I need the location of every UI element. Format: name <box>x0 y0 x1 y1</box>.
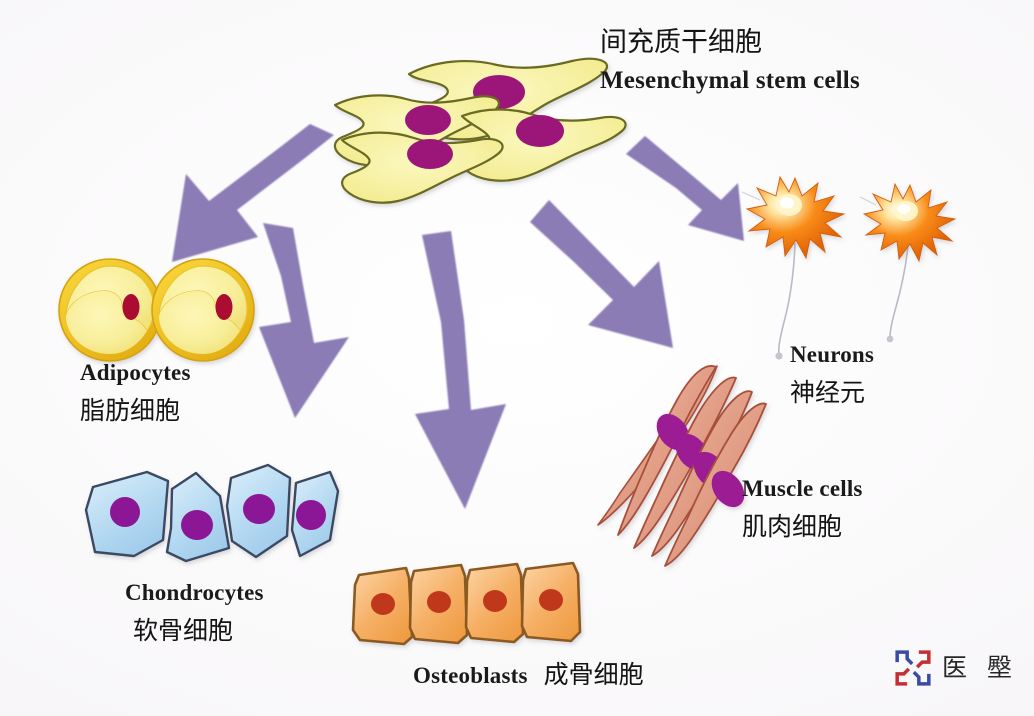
osteoblast <box>520 561 582 643</box>
chondrocyte-nucleus <box>243 494 275 524</box>
brand-mark-icon <box>895 650 931 686</box>
osteoblasts-label-zh: 成骨细胞 <box>543 660 644 689</box>
chondrocyte <box>290 470 340 558</box>
chondrocyte <box>225 463 292 559</box>
osteoblast <box>408 563 469 645</box>
stem-cell-nucleus <box>407 139 453 169</box>
osteoblast-nucleus <box>371 593 395 615</box>
watermark-text: 医 壂 <box>942 653 1018 682</box>
chondrocytes-cluster <box>84 463 340 563</box>
osteoblasts-cluster <box>351 561 582 646</box>
muscle-fiber <box>664 402 767 567</box>
neurons-cluster <box>741 175 957 360</box>
neuron-soma <box>862 182 957 263</box>
neuron-soma <box>745 175 846 260</box>
msc-label-zh: 间充质干细胞 <box>600 27 762 58</box>
osteoblast-nucleus <box>483 590 507 612</box>
neurons-label-en: Neurons <box>790 342 875 367</box>
muscle-cells-label: Muscle cells 肌肉细胞 <box>742 474 863 544</box>
muscle-cells-label-zh: 肌肉细胞 <box>742 512 843 541</box>
stem-cell-nucleus <box>516 115 564 147</box>
neuron <box>859 182 957 343</box>
adipocyte <box>151 258 255 362</box>
chondrocyte-nucleus <box>110 497 140 527</box>
adipocytes-cluster <box>58 258 255 362</box>
osteoblasts-label: Osteoblasts 成骨细胞 <box>413 655 644 691</box>
arrow-to-muscle-cells <box>530 200 673 348</box>
adipocyte-nucleus <box>122 294 140 320</box>
axon-terminal <box>886 335 894 343</box>
osteoblast <box>351 566 414 646</box>
chondrocyte <box>165 471 231 563</box>
muscle-cells-label-en: Muscle cells <box>742 476 863 501</box>
dendrite <box>741 191 761 201</box>
neurons-label: Neurons 神经元 <box>790 340 874 410</box>
adipocytes-label-en: Adipocytes <box>80 360 191 385</box>
osteoblast <box>464 562 525 644</box>
stem-cell <box>340 131 504 204</box>
adipocytes-label-zh: 脂肪细胞 <box>80 396 181 425</box>
dendrite <box>859 196 877 206</box>
osteoblasts-label-en: Osteoblasts <box>413 663 528 688</box>
chondrocytes-label-en: Chondrocytes <box>125 580 264 605</box>
neurons-label-zh: 神经元 <box>790 378 866 407</box>
arrow-to-chondrocytes <box>259 223 349 418</box>
arrow-to-osteoblasts <box>415 231 506 509</box>
axon-terminal <box>775 352 783 360</box>
adipocyte-nucleus <box>215 294 233 320</box>
watermark-logo: 医 壂 <box>893 648 1018 688</box>
stem-cell-nucleus <box>405 105 451 135</box>
axon <box>889 244 909 338</box>
mesenchymal-stem-cells-cluster <box>333 57 627 204</box>
arrow-to-adipocytes <box>172 124 334 262</box>
chondrocyte <box>84 470 170 558</box>
axon <box>777 242 796 355</box>
adipocytes-label: Adipocytes 脂肪细胞 <box>80 358 191 428</box>
adipocyte <box>58 258 162 362</box>
mesenchymal-stem-cells-label: 间充质干细胞 Mesenchymal stem cells <box>600 26 860 98</box>
muscle-cells-cluster <box>597 365 767 567</box>
arrow-to-neurons <box>626 136 744 241</box>
chondrocyte-nucleus <box>181 510 213 540</box>
muscle-nucleus <box>711 470 745 508</box>
chondrocyte-nucleus <box>296 500 326 530</box>
neuron <box>741 175 846 360</box>
msc-label-en: Mesenchymal stem cells <box>600 67 860 94</box>
osteoblast-nucleus <box>539 589 563 611</box>
chondrocytes-label-zh: 软骨细胞 <box>133 616 234 645</box>
chondrocytes-label: Chondrocytes 软骨细胞 <box>125 578 264 648</box>
osteoblast-nucleus <box>427 591 451 613</box>
stem-cell <box>459 108 627 182</box>
